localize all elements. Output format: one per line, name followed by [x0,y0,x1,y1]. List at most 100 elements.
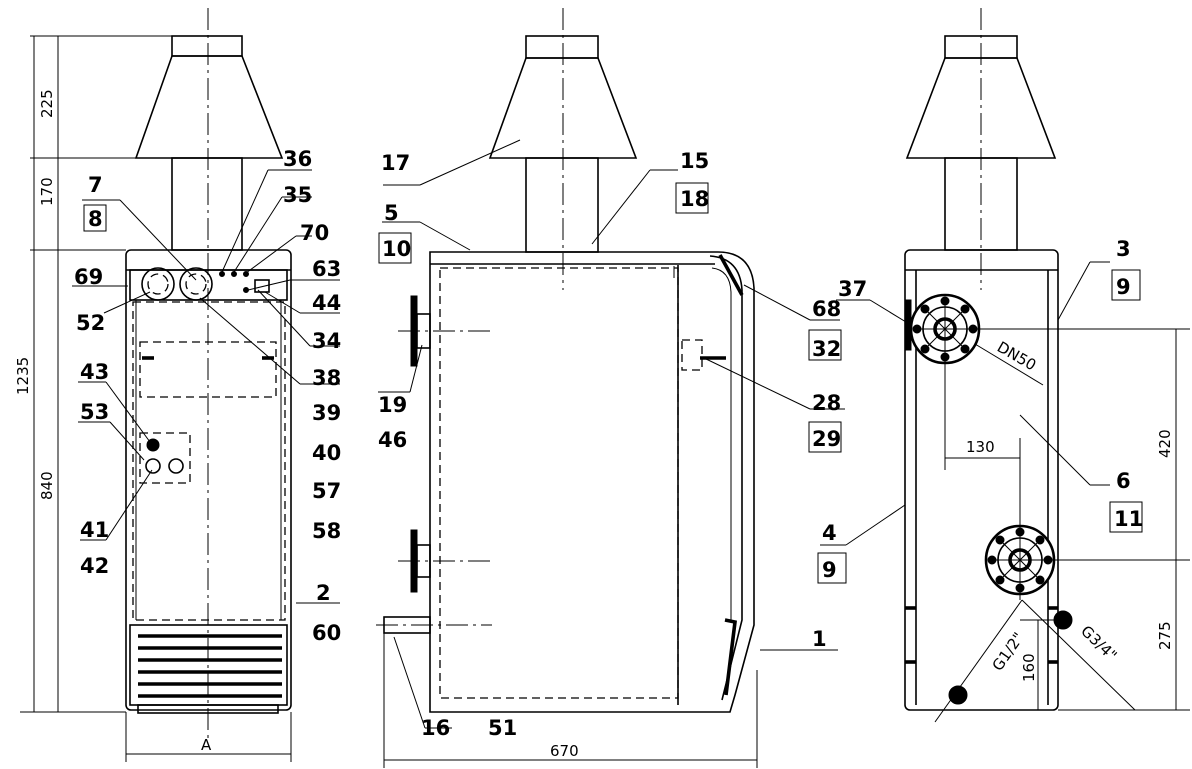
label-35: 35 [283,183,312,207]
label-16: 16 [421,716,450,740]
rear-casing [904,249,1059,711]
side-flue-duct-inner [711,267,732,620]
label-10: 10 [382,237,411,261]
front-flue-pipe [171,157,243,251]
label-11: 11 [1114,507,1143,531]
control-knob [179,267,213,301]
front-base [137,704,279,714]
leader-43 [105,381,151,443]
label-19: 19 [378,393,407,417]
label-34: 34 [312,329,341,353]
leader-44 [264,291,301,314]
label-32: 32 [812,337,841,361]
leader-6 [1019,414,1091,486]
leader-68 [743,284,811,321]
leader-52 [103,291,151,314]
leader-17 [419,139,521,186]
g12-leader [934,599,1023,723]
dim-275: 275 [1156,621,1174,650]
label-11-box [1109,501,1143,533]
upper-spoke-d2 [924,308,966,350]
label-8-box [83,204,107,232]
label-36: 36 [283,147,312,171]
leader-34 [257,289,311,347]
thermometer-gauge [141,267,175,301]
label-17: 17 [381,151,410,175]
label-38: 38 [312,366,341,390]
leader-5 [419,221,471,251]
label-8: 8 [88,207,103,231]
leader-70 [245,235,297,274]
label-57: 57 [312,479,341,503]
label-29-box [808,421,842,453]
leader-36 [221,169,269,273]
dim-840: 840 [38,471,56,500]
gas-valve-box [139,432,191,484]
control-knob-inner [185,273,207,295]
control-panel [129,269,288,301]
rear-view: DN50 G1/2" G3/4" 37 3 9 [817,8,1190,723]
side-view: 17 15 18 5 10 68 32 19 46 28 29 16 51 1 … [376,8,845,768]
g34-label: G3/4" [1077,622,1120,665]
label-44: 44 [312,291,341,315]
label-43: 43 [80,360,109,384]
thermometer-gauge-inner [147,273,169,295]
side-draft-hood [488,57,638,159]
dn50-leader [974,343,1044,386]
label-70: 70 [300,221,329,245]
label-29: 29 [812,427,841,451]
label-37: 37 [838,277,867,301]
label-10-box [378,232,412,264]
leader-35 [233,196,283,273]
front-draft-hood [134,55,284,159]
dim-160: 160 [1020,653,1038,682]
label-3: 3 [1116,237,1131,261]
label-40: 40 [312,441,341,465]
leader-4 [845,504,906,546]
burner-outline [139,341,277,398]
side-flue-base [724,618,737,696]
label-9-lower: 9 [822,558,837,582]
side-heat-exchanger [439,267,679,699]
rear-draft-hood [905,57,1057,159]
front-view: 7 8 36 35 70 63 69 52 44 34 38 39 40 57 … [14,8,341,762]
side-sensor-box [681,339,703,371]
label-63: 63 [312,257,341,281]
dim-130: 130 [966,438,995,456]
heat-exchanger-outline [132,301,286,621]
gas-connection-1 [145,458,161,474]
leader-3 [1057,261,1091,321]
side-flue-pipe [525,157,599,253]
label-68: 68 [812,297,841,321]
label-4: 4 [822,521,837,545]
label-18-box [675,182,709,214]
side-flue-top-band [718,254,744,296]
label-58: 58 [312,519,341,543]
label-42: 42 [80,554,109,578]
dim-420: 420 [1156,429,1174,458]
label-32-box [808,329,842,361]
indicator-dot-1 [219,271,225,277]
leader-37 [869,299,907,323]
side-flue-duct-outer [709,255,743,701]
label-18: 18 [680,187,709,211]
side-casing [429,251,755,713]
label-46: 46 [378,428,407,452]
gas-connection-2 [168,458,184,474]
label-52: 52 [76,311,105,335]
label-9-lower-box [817,552,847,584]
label-28: 28 [812,391,841,415]
dim-170: 170 [38,177,56,206]
label-9-upper-box [1111,269,1141,301]
indicator-dot-3 [243,271,249,277]
side-chimney-collar [525,35,599,59]
leader-63 [247,279,291,291]
label-51: 51 [488,716,517,740]
label-6: 6 [1116,469,1131,493]
gas-connection-g12 [948,685,968,705]
dim-670: 670 [550,742,579,760]
label-5: 5 [384,201,399,225]
leader-53 [109,421,145,461]
